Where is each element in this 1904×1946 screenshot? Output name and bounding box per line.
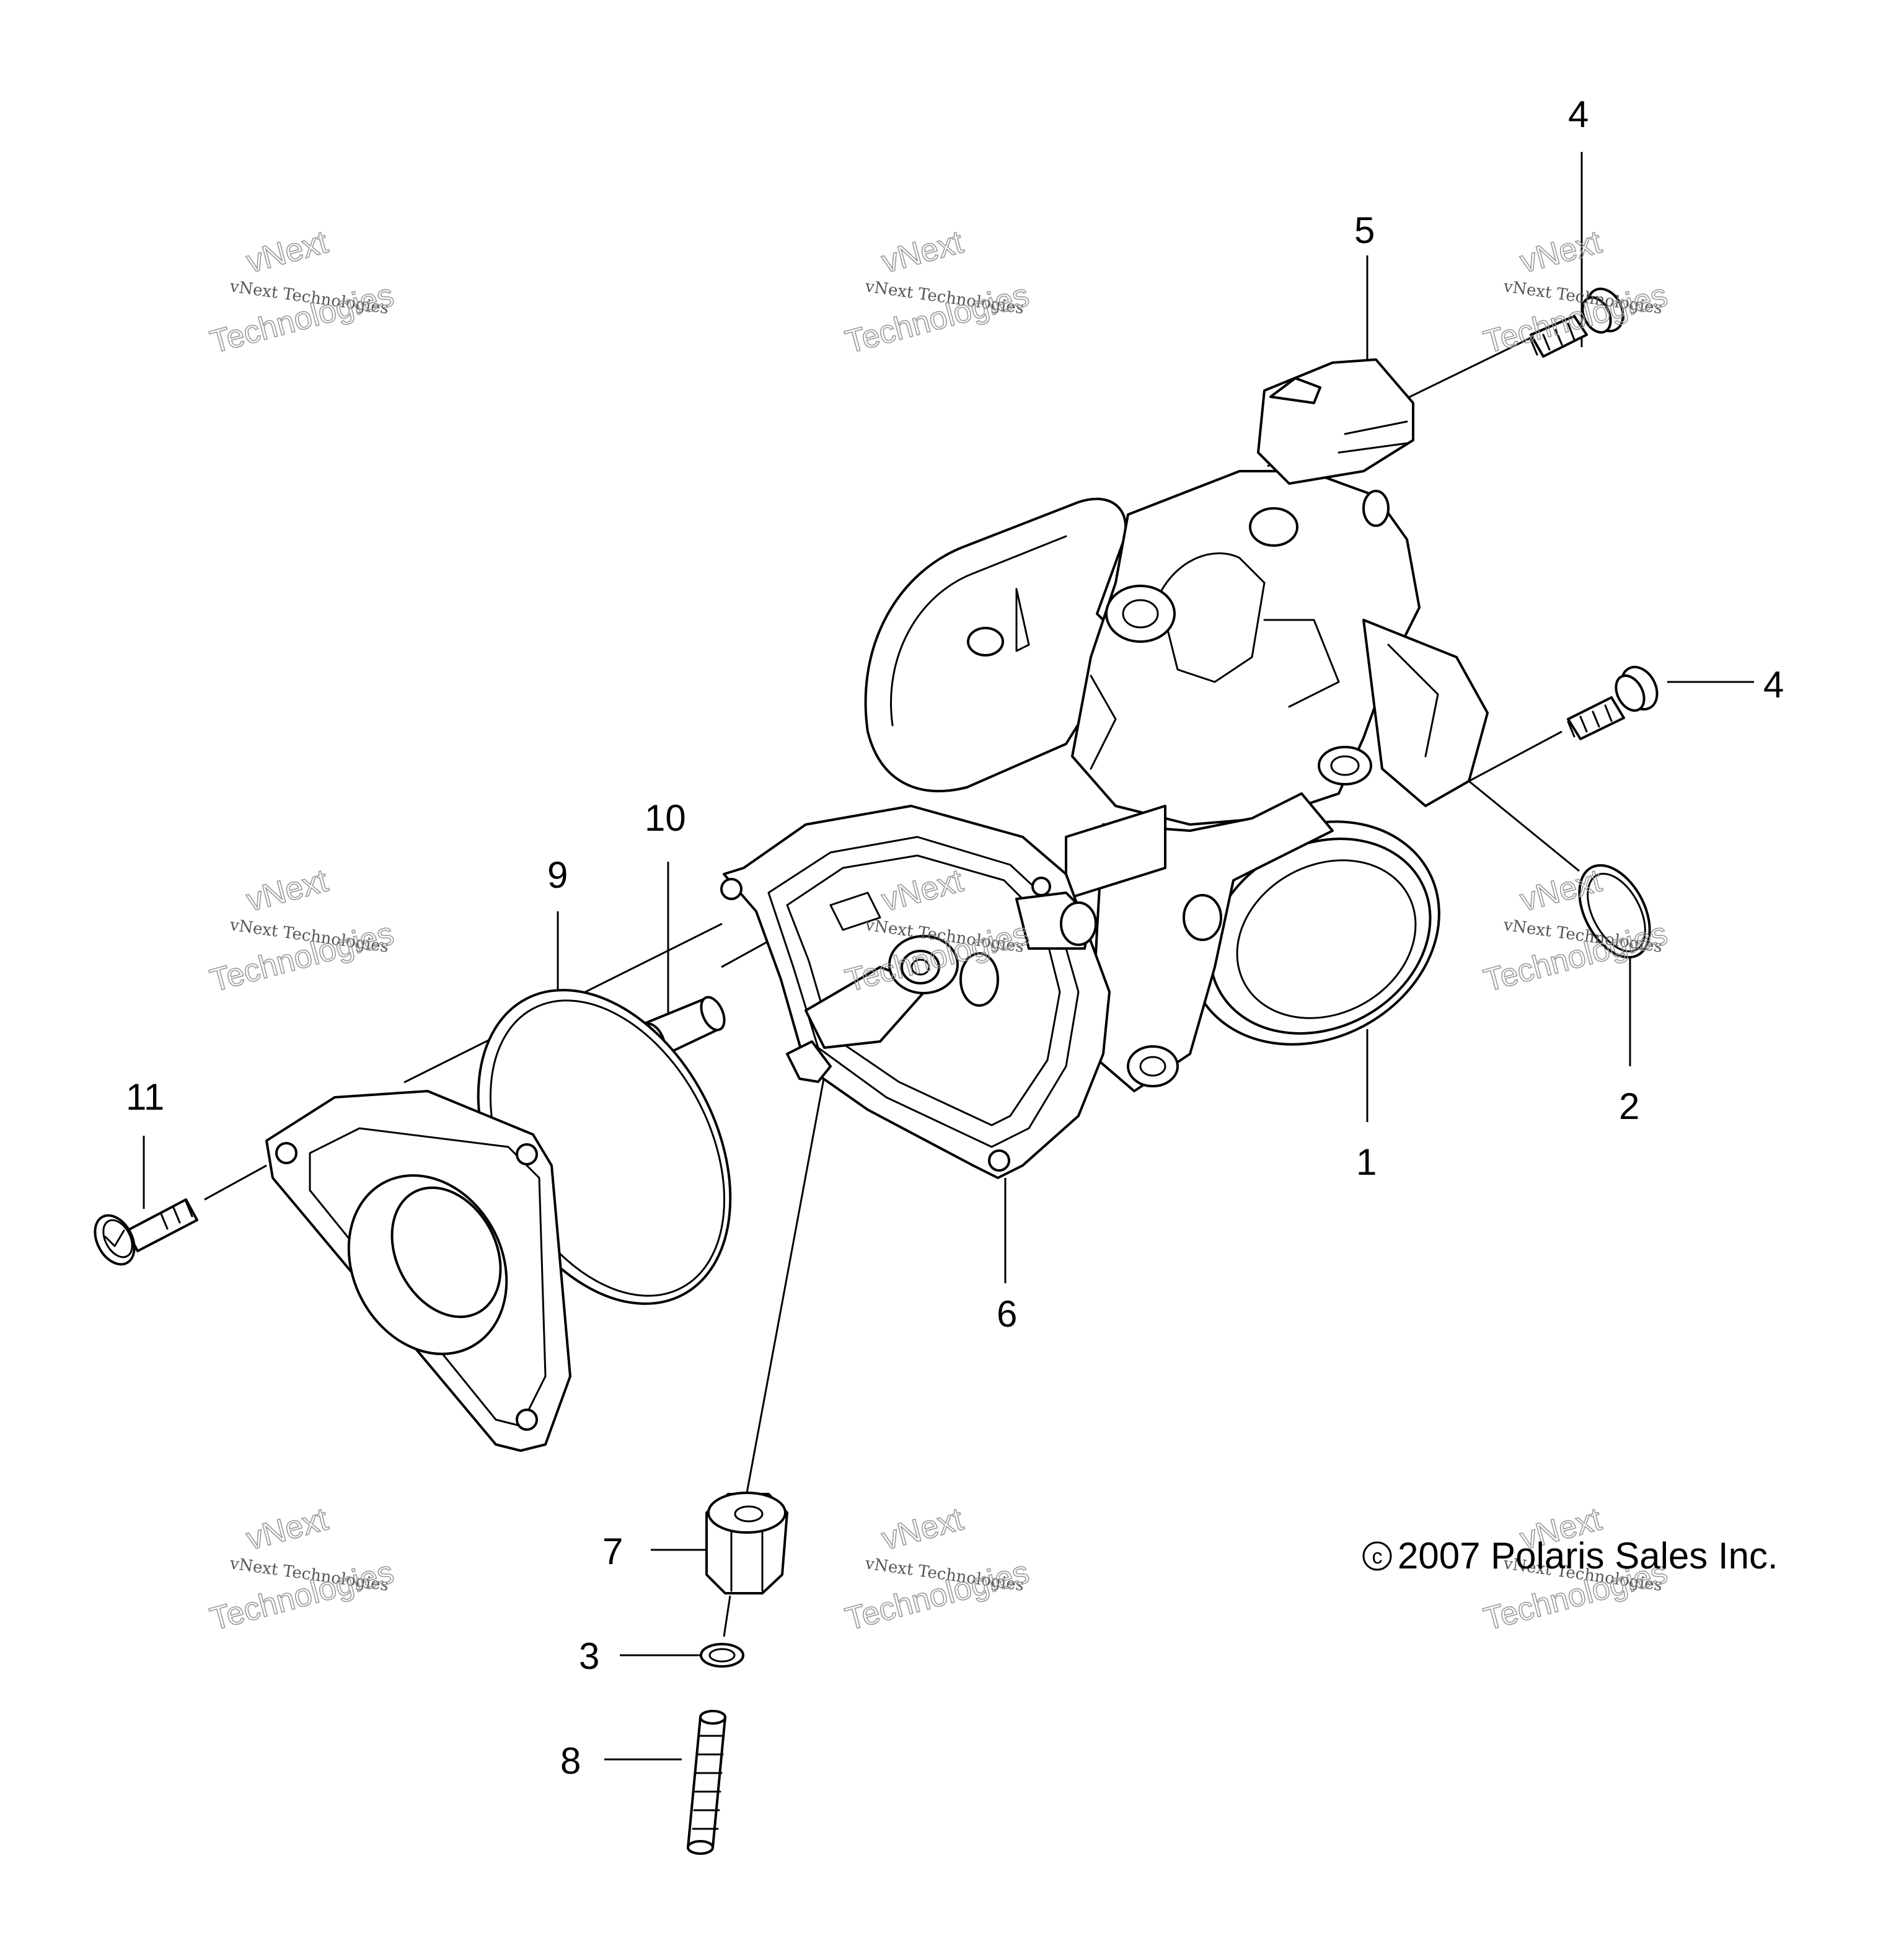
callout-label-4: 4 (1763, 664, 1784, 705)
copyright-symbol-letter: c (1372, 1545, 1383, 1568)
callout-label-3: 3 (579, 1635, 599, 1677)
adjuster-nut (705, 1492, 788, 1594)
o-ring-2 (1578, 864, 1651, 959)
watermark: vNext Technologies vNext Technologies (206, 1501, 398, 1639)
watermark-text: vNext (878, 1501, 967, 1557)
callout-label-10: 10 (645, 797, 686, 839)
watermark: vNext Technologies vNext Technologies (1479, 862, 1672, 1000)
callout-label-1: 1 (1356, 1141, 1377, 1183)
watermark-text: vNext (243, 862, 332, 919)
watermark: vNext Technologies vNext Technologies (206, 862, 398, 1000)
callout-label-9: 9 (547, 854, 568, 896)
callout-label-8: 8 (560, 1740, 581, 1782)
callout-label-6: 6 (997, 1293, 1017, 1335)
copyright-symbol-circle (1362, 1541, 1392, 1571)
watermark-text: vNext (1517, 224, 1606, 280)
watermark-group: vNext Technologies vNext Technologies vN… (206, 224, 1672, 1639)
callout-label-11: 11 (126, 1076, 164, 1118)
washer (700, 1643, 744, 1668)
throttle-body-assembly (720, 358, 1489, 1179)
watermark: vNext Technologies vNext Technologies (206, 224, 398, 361)
copyright-text: 2007 Polaris Sales Inc. (1398, 1535, 1778, 1577)
screw-upper (1530, 287, 1624, 358)
adjuster-screw (687, 1710, 726, 1855)
watermark: vNext Technologies vNext Technologies (841, 1501, 1033, 1639)
copyright-notice: c 2007 Polaris Sales Inc. (1362, 1535, 1778, 1577)
cover-screw (94, 1198, 198, 1266)
callout-label-4: 4 (1568, 94, 1589, 135)
cover-plate (265, 1090, 571, 1452)
callout-label-7: 7 (602, 1531, 623, 1572)
throttle-position-sensor (1257, 358, 1414, 485)
watermark-text: vNext (243, 1501, 332, 1557)
watermark-text: vNext (243, 224, 332, 280)
callout-label-5: 5 (1354, 210, 1375, 251)
idle-air-control-housing (720, 805, 1111, 1179)
callout-labels: 4 5 4 10 9 2 1 11 6 7 3 8 (126, 94, 1784, 1782)
watermark: vNext Technologies vNext Technologies (841, 224, 1033, 361)
screw-lower (1567, 665, 1659, 740)
watermark-text: vNext (878, 224, 967, 280)
callout-label-2: 2 (1619, 1086, 1639, 1127)
